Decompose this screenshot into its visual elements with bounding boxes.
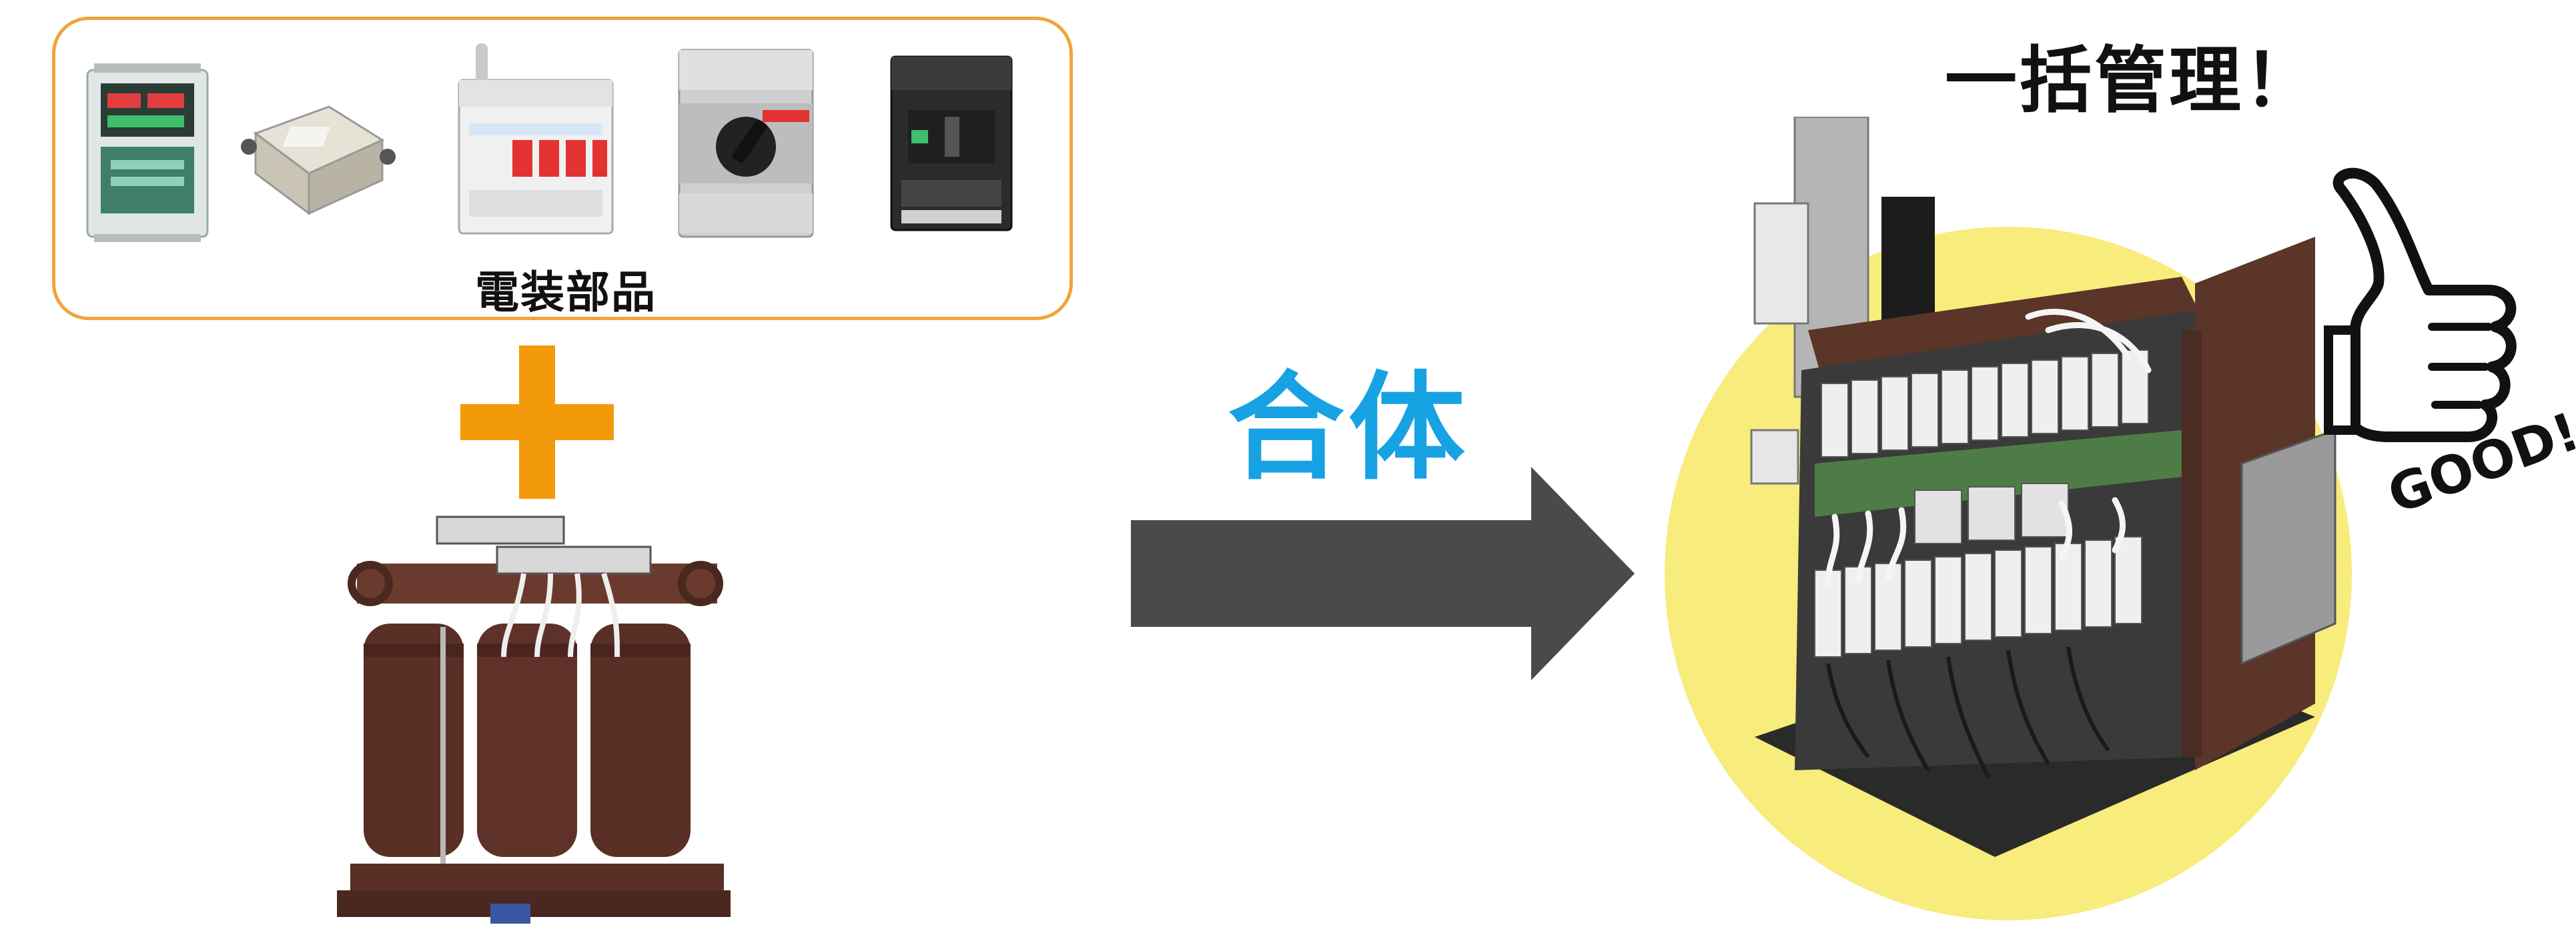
mccb-image — [890, 55, 1013, 231]
merge-arrow — [1131, 467, 1635, 680]
good-label: GOOD! — [2381, 401, 2575, 510]
plus-symbol — [460, 345, 614, 499]
batch-management-label: 一括管理！ — [1945, 39, 2319, 123]
transformer-image — [337, 516, 731, 924]
electrical-parts-label: 電装部品 — [475, 267, 657, 318]
merge-label: 合体 — [1228, 361, 1469, 496]
electrical-parts-box: 電装部品 — [52, 17, 1073, 320]
circuit-breaker-image — [458, 43, 614, 235]
noise-filter-image — [241, 105, 396, 215]
digital-controller-image — [86, 63, 209, 242]
thumbs-up-icon — [2324, 167, 2517, 442]
integrated-control-panel-image — [1750, 117, 2336, 857]
good-label-graphic: GOOD! — [2381, 401, 2575, 510]
motor-protection-switch-image — [678, 49, 814, 238]
plus-bar-vertical — [519, 345, 555, 499]
